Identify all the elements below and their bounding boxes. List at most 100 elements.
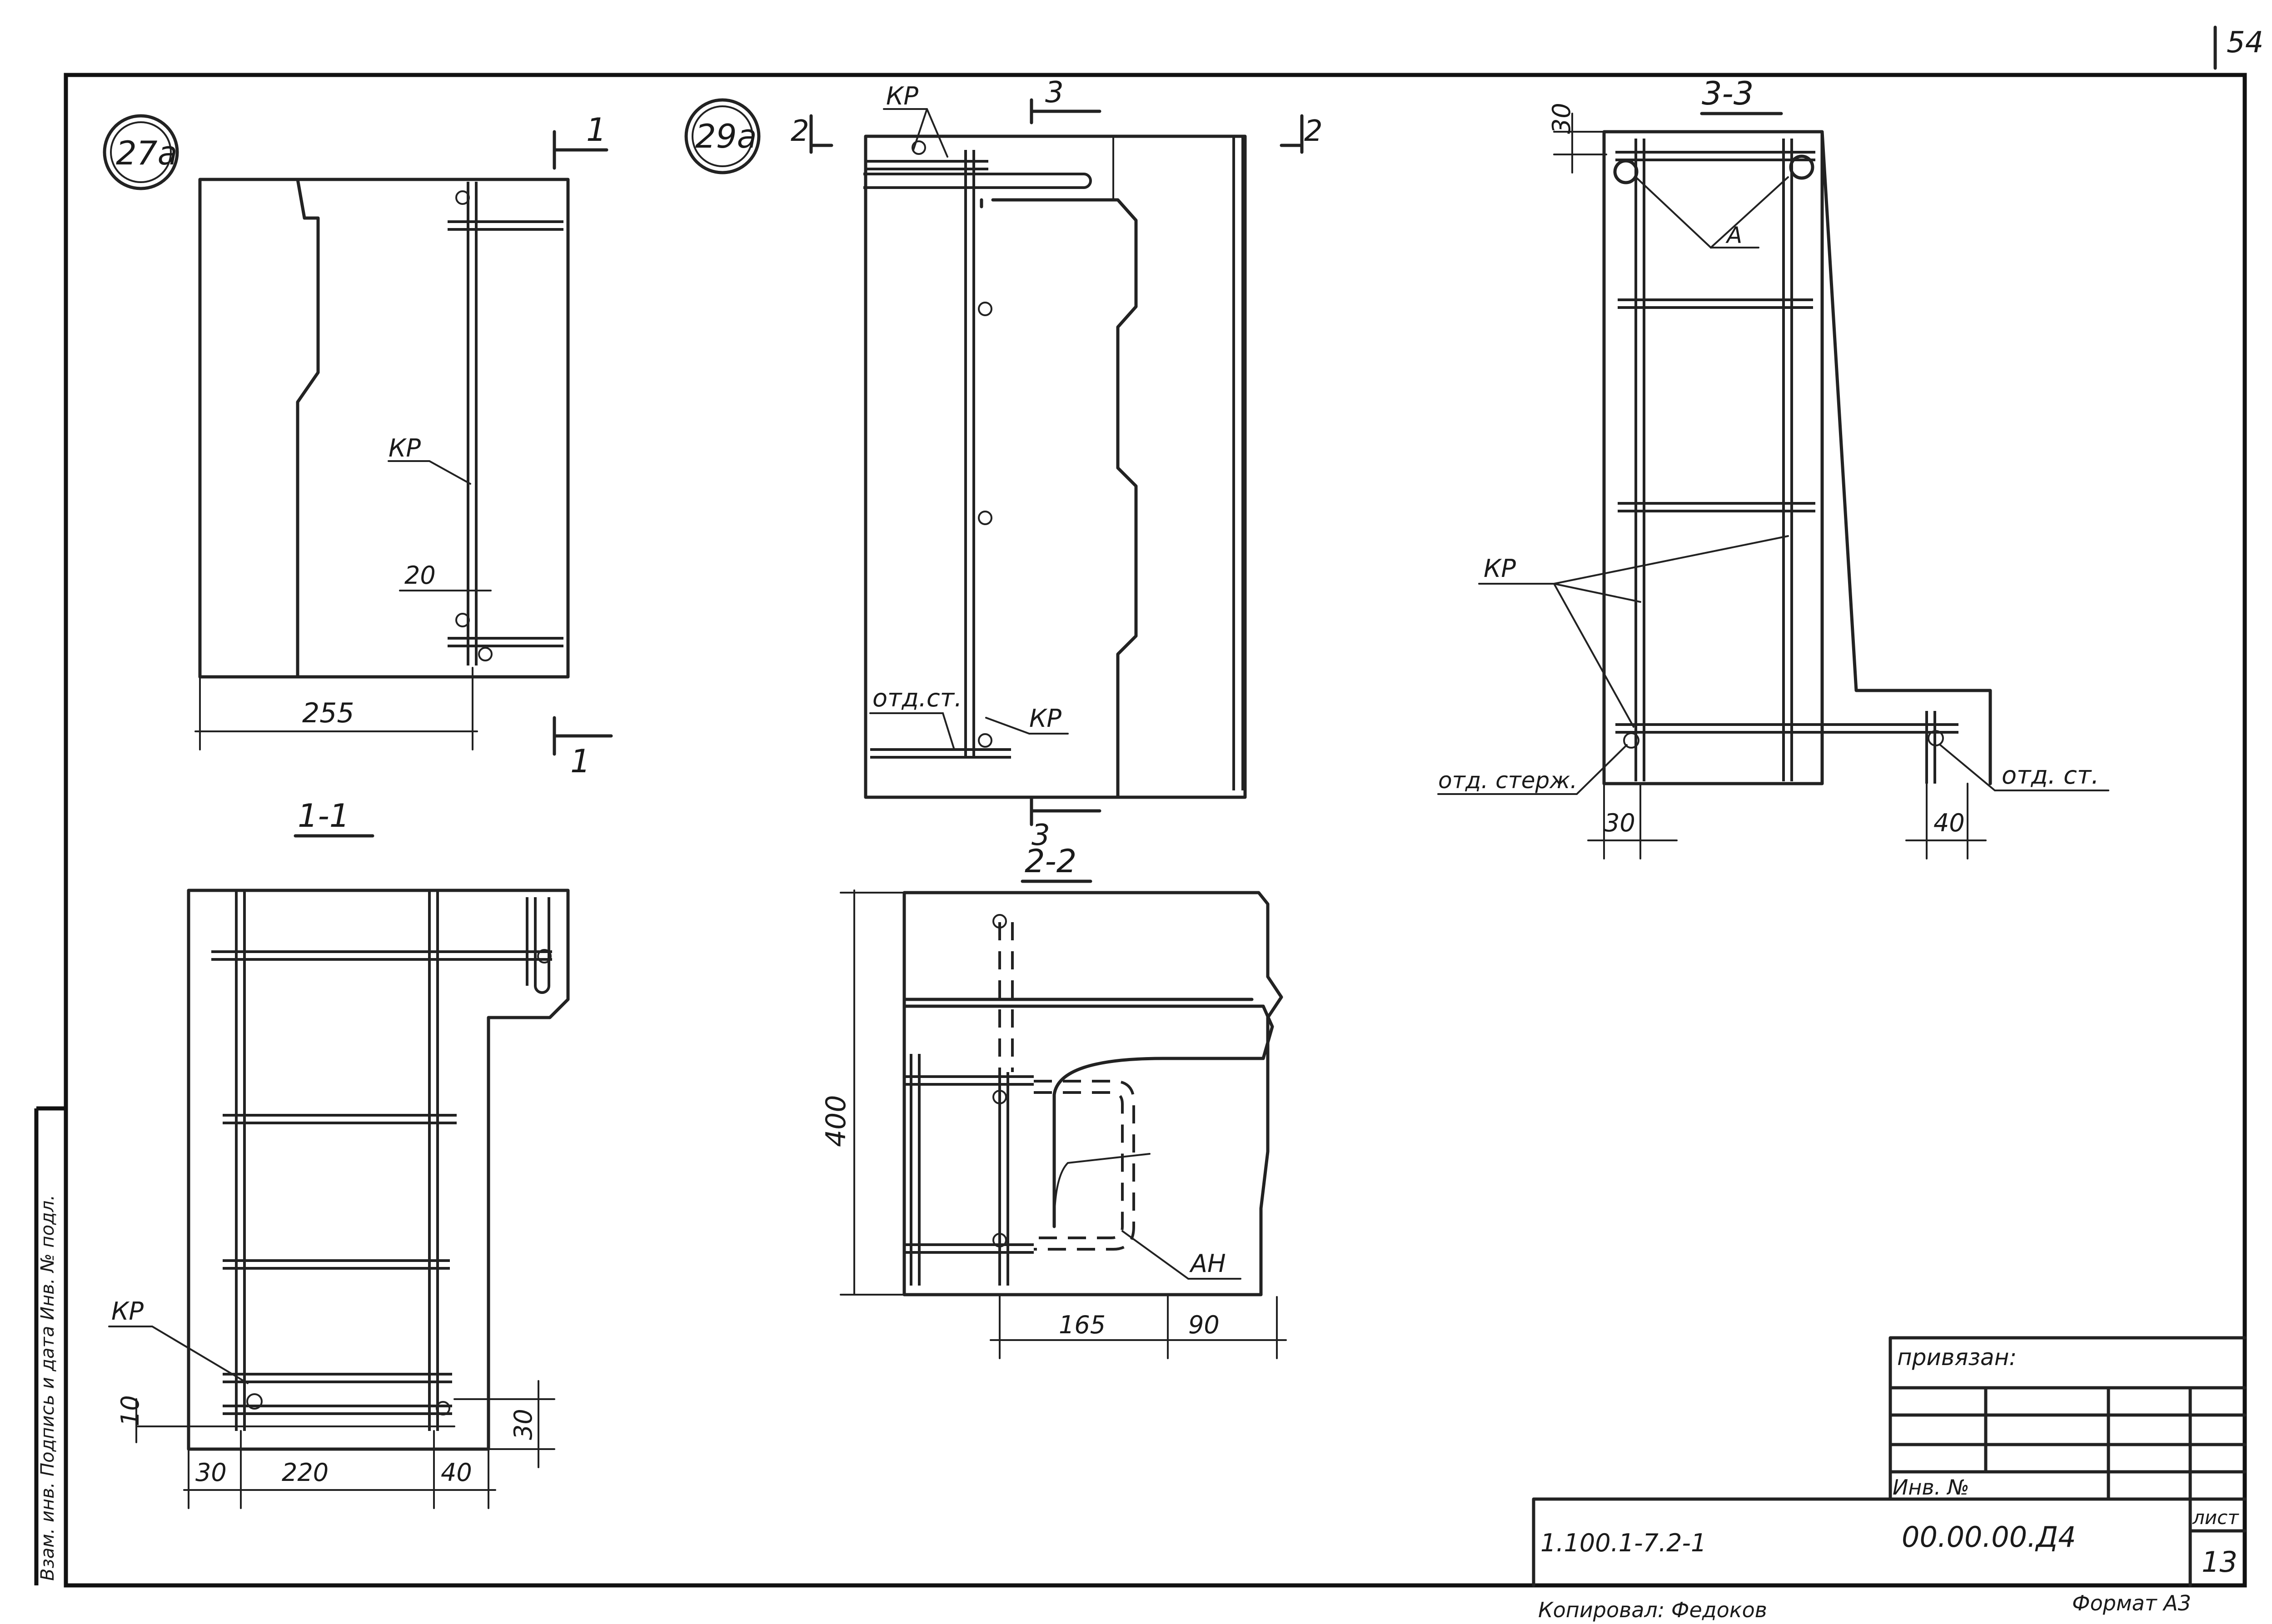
dim-30: 30 — [195, 1458, 227, 1487]
cut-marker-3-top — [1030, 98, 1101, 124]
rod-circle — [912, 140, 926, 155]
dim-90: 90 — [1188, 1311, 1220, 1339]
detail-tag-inner-circle — [692, 105, 753, 167]
callout-otd-sterzh-leader — [1437, 744, 1628, 795]
vertical-bar — [467, 182, 478, 665]
dim-255-line — [194, 667, 478, 750]
rung-2 — [223, 1114, 457, 1124]
section-title-2-2: 2-2 — [1025, 843, 1076, 880]
right-vertical-bar — [1782, 139, 1793, 781]
short-post — [1925, 711, 1936, 784]
concrete-outline — [864, 134, 1247, 799]
cut-marker-1-top — [553, 130, 608, 170]
dim-40: 40 — [441, 1458, 472, 1487]
hook-bar — [526, 897, 550, 994]
rung-2 — [1618, 298, 1813, 309]
concrete-outline — [1602, 130, 1992, 785]
dashed-bar — [998, 922, 1014, 1072]
horizontal-bar-top — [448, 220, 563, 231]
cut-label-2-left: 2 — [791, 114, 809, 148]
callout-kr-leader — [108, 1326, 249, 1384]
callout-kr-bottom-leader — [985, 717, 1069, 735]
web-profile — [980, 198, 1138, 799]
callout-an: АН — [1189, 1249, 1226, 1278]
callout-otd-st: отд. ст. — [2002, 761, 2099, 790]
dim-10-line — [135, 1398, 455, 1443]
doc-code: 1.100.1-7.2-1 — [1540, 1529, 1706, 1557]
rung-4 — [223, 1373, 452, 1383]
rod-circle — [1928, 730, 1944, 746]
cut-label-2-right: 2 — [1304, 114, 1323, 148]
section-title-1-1: 1-1 — [298, 797, 349, 834]
dim-20-line — [399, 585, 492, 641]
rod-circle — [478, 647, 493, 661]
callout-kr-top: КР — [886, 82, 918, 110]
dim-30-top-line — [1553, 113, 1607, 174]
concrete-outline — [187, 889, 570, 1451]
callout-kr-top-leader — [883, 108, 948, 158]
drawing-number: 00.00.00.Д4 — [1902, 1520, 2076, 1554]
cut-marker-2-right — [1280, 114, 1304, 154]
callout-an-leader — [1121, 1230, 1241, 1280]
rod-circle — [246, 1393, 263, 1410]
detail-tag-circle — [684, 98, 761, 174]
rod-circle — [978, 511, 992, 525]
dim-20: 20 — [404, 561, 436, 590]
rung-3 — [1618, 502, 1815, 512]
dim-40-line — [1905, 783, 1987, 859]
left-vertical-bar — [1634, 139, 1645, 781]
callout-kr: КР — [1484, 554, 1516, 583]
rod-circle — [537, 949, 552, 963]
flange-line — [902, 998, 1274, 1228]
vertical-bar-inner — [998, 1072, 1009, 1286]
sheet-frame — [64, 73, 2247, 1588]
step-profile — [296, 178, 320, 679]
sheet-number: 13 — [2202, 1545, 2237, 1579]
left-vertical-bar — [235, 890, 246, 1431]
cut-marker-3-bottom — [1030, 795, 1101, 826]
rung-3 — [223, 1259, 450, 1270]
edge-line — [1232, 136, 1244, 790]
vertical-bar — [964, 150, 975, 756]
detail-tag-circle — [103, 114, 179, 190]
callout-kr-leader — [388, 460, 471, 485]
detail-tag-29a: 29а — [695, 117, 757, 155]
rod-circle — [436, 1401, 450, 1415]
callout-kr-bottom: КР — [1029, 704, 1061, 733]
sheet-label: лист — [2192, 1506, 2239, 1529]
dashed-hook — [1034, 1080, 1135, 1251]
section-2-2: 2-2 400 АН 165 90 — [820, 843, 1287, 1359]
binding-table — [1888, 1336, 2247, 1501]
dim-10: 10 — [116, 1395, 144, 1426]
rung-1 — [211, 950, 552, 961]
margin-strip — [34, 1106, 66, 1585]
bound-label: привязан: — [1897, 1344, 2017, 1371]
cut-marker-2-left — [809, 114, 833, 154]
horizontal-bar-bottom — [904, 1243, 1034, 1254]
horizontal-bar-bottom — [448, 637, 563, 647]
detail-27a: 27а 1 1 КР 20 255 — [103, 111, 613, 780]
detail-29a: 29а 2 2 3 КР отд.ст. КР 3 — [684, 76, 1323, 852]
rod-circle — [1613, 159, 1639, 184]
callout-kr: КР — [389, 434, 421, 462]
dim-400-line — [840, 889, 905, 1296]
dim-30-bottom-line — [1587, 783, 1678, 859]
cut-label-1-top: 1 — [586, 111, 607, 149]
bottom-bar — [1615, 723, 1958, 734]
concrete-outline — [198, 178, 570, 679]
rod-circle — [1623, 732, 1639, 749]
section-title-3-3: 3-3 — [1702, 75, 1754, 112]
horizontal-bar-bottom — [870, 748, 1011, 759]
callout-a-leader — [1635, 176, 1789, 249]
dim-220: 220 — [282, 1458, 329, 1487]
callout-otd-st-leader — [869, 712, 955, 750]
dim-bottom-line — [183, 1430, 496, 1509]
format-label: Формат А3 — [2072, 1591, 2191, 1615]
right-vertical-bar — [428, 890, 439, 1431]
rung-1 — [1615, 151, 1815, 161]
dim-30-right-line — [453, 1380, 555, 1468]
callout-kr-leader — [1478, 535, 1789, 728]
callout-otd-sterzh: отд. стерж. — [1438, 767, 1577, 794]
copied-by: Копировал: Федоков — [1538, 1598, 1767, 1622]
